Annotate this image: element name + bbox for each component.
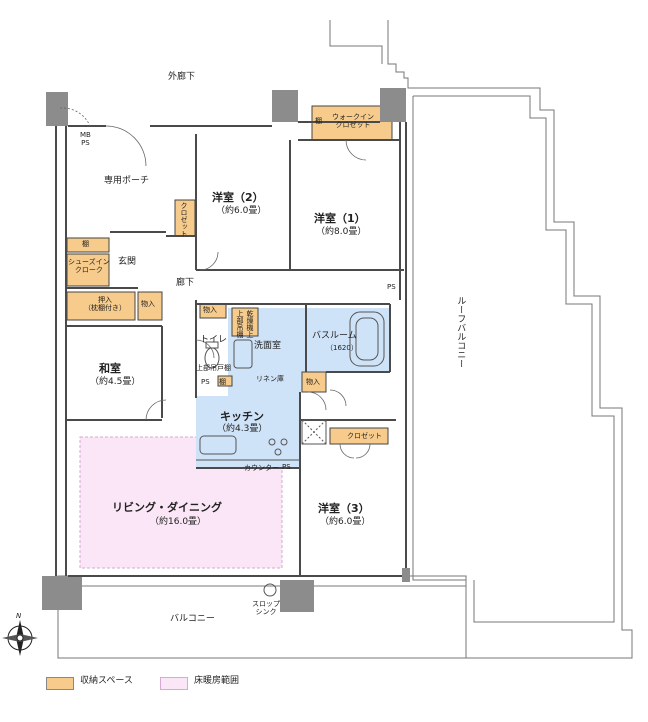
compass-icon — [2, 620, 38, 656]
fridge-icon — [301, 419, 327, 445]
sink-icon — [199, 435, 237, 455]
legend-floor-heating-label: 床暖房範囲 — [194, 676, 240, 686]
bathtub-icon — [349, 311, 385, 367]
walk-in-closet-label: ウォークイン クロゼット — [332, 113, 374, 130]
outer-corridor-label: 外廊下 — [168, 72, 196, 82]
slop-sink-label: スロップ シンク — [252, 600, 280, 617]
legend-floor-heating-swatch — [160, 677, 188, 690]
toilet-shelf-label: 棚 — [219, 378, 226, 386]
ps-3-label: PS — [282, 463, 291, 471]
closet-2-label: クロゼット — [180, 202, 189, 237]
oshiire-label: 押入 （枕棚付き） — [84, 296, 126, 313]
upper-hanging-cabinet-label: 上部吊戸棚 — [196, 364, 231, 372]
upper-shelf-label: 上部吊棚 — [236, 310, 245, 338]
shoes-in-cloak-label: シューズイン クローク — [68, 258, 110, 275]
monoire-1-label: 物入 — [141, 300, 155, 308]
bathroom-size: （1620） — [326, 344, 358, 352]
wet-area — [196, 308, 390, 468]
living-dining-size: （約16.0畳） — [150, 517, 207, 527]
western-room-3-size: （約6.0畳） — [320, 517, 371, 527]
western-room-3-name: 洋室（3） — [318, 502, 370, 515]
compass-north-label: N — [16, 612, 22, 620]
dryer-label: 乾燥機上 — [246, 310, 255, 338]
living-dining-name: リビング・ダイニング — [112, 501, 222, 514]
stove-icon — [268, 438, 288, 456]
ps-1-label: PS — [387, 283, 396, 291]
counter-label: カウンター — [244, 464, 279, 472]
hallway-label: 廊下 — [176, 278, 195, 288]
bathroom-name: バスルーム — [312, 331, 357, 341]
western-room-2-size: （約6.0畳） — [216, 206, 267, 216]
western-room-1-name: 洋室（1） — [314, 212, 366, 225]
mb-ps-label: MB PS — [80, 131, 91, 148]
structural-columns — [42, 88, 410, 612]
linen-storage-label: リネン庫 — [256, 375, 284, 383]
walk-in-shelf-label: 棚 — [315, 117, 322, 125]
walls — [55, 121, 407, 577]
roof-balcony-label: ルーフバルコニー — [455, 296, 466, 368]
shoes-shelf-label: 棚 — [82, 240, 89, 248]
monoire-2-label: 物入 — [203, 306, 217, 314]
closet-3-label: クロゼット — [347, 432, 382, 440]
monoire-3-label: 物入 — [306, 378, 320, 386]
legend-storage-swatch — [46, 677, 74, 690]
balcony-outline — [57, 575, 467, 659]
kitchen-name: キッチン — [220, 410, 264, 423]
toilet-label: トイレ — [200, 335, 228, 345]
balcony-label: バルコニー — [170, 614, 215, 624]
western-room-1-size: （約8.0畳） — [316, 227, 367, 237]
doors — [59, 107, 371, 459]
legend-storage-label: 収納スペース — [80, 676, 133, 686]
washitsu-name: 和室 — [99, 362, 121, 375]
toilet-icon — [204, 341, 220, 369]
washbasin-icon — [233, 339, 253, 369]
kitchen-size: （約4.3畳） — [217, 424, 268, 434]
western-room-2-name: 洋室（2） — [212, 191, 264, 204]
slop-sink-icon — [263, 583, 277, 597]
private-porch-label: 専用ポーチ — [104, 176, 150, 186]
entrance-label: 玄関 — [118, 257, 137, 267]
washroom-label: 洗面室 — [254, 341, 282, 351]
ps-2-label: PS — [201, 378, 210, 386]
washitsu-size: （約4.5畳） — [90, 377, 141, 387]
